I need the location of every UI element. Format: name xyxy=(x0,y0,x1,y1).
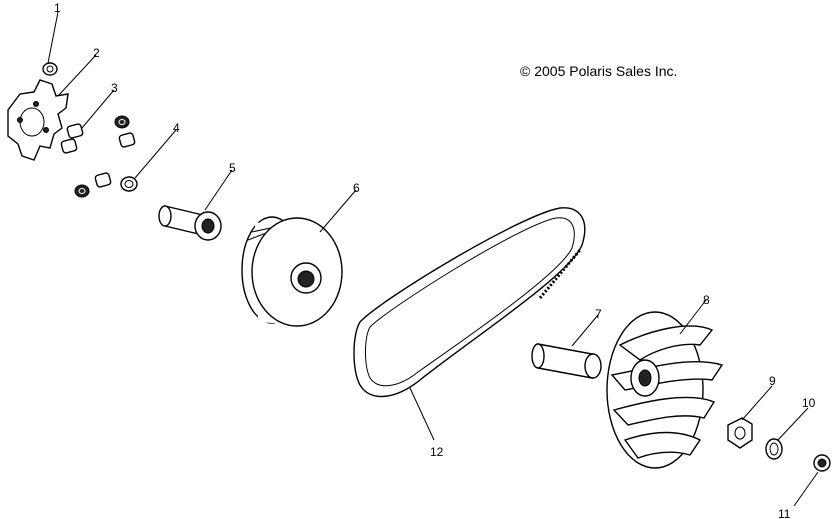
part-2-spider xyxy=(7,79,69,161)
leader-10 xyxy=(777,407,809,441)
leader-1 xyxy=(47,11,59,64)
leader-9 xyxy=(741,385,773,421)
callout-4: 4 xyxy=(173,121,180,135)
callout-10: 10 xyxy=(802,396,816,410)
part-6-sheave xyxy=(241,216,343,327)
leader-4 xyxy=(134,129,177,179)
callout-8: 8 xyxy=(703,293,710,307)
callout-2: 2 xyxy=(93,46,100,60)
leader-8 xyxy=(679,299,707,335)
leader-7 xyxy=(571,314,599,347)
leader-3 xyxy=(81,89,115,129)
part-4-o-ring xyxy=(120,176,138,192)
part-1-nut xyxy=(42,62,58,76)
part-7-spacer xyxy=(531,343,602,379)
part-3-rollers xyxy=(60,115,136,198)
part-8-fan-sheave xyxy=(606,311,724,469)
part-9-nut xyxy=(727,417,753,449)
callout-7: 7 xyxy=(595,307,602,321)
leader-5 xyxy=(204,169,233,211)
callout-5: 5 xyxy=(229,161,236,175)
callout-12: 12 xyxy=(430,445,444,459)
leader-11 xyxy=(793,471,819,507)
part-10-washer xyxy=(765,438,783,460)
part-12-belt xyxy=(353,207,586,398)
callout-3: 3 xyxy=(111,81,118,95)
leader-2 xyxy=(57,54,97,97)
part-5-bushing xyxy=(158,205,222,241)
leader-6 xyxy=(319,189,357,233)
copyright-notice: © 2005 Polaris Sales Inc. xyxy=(520,63,677,79)
leader-12 xyxy=(409,387,435,441)
callout-1: 1 xyxy=(54,1,61,15)
callout-9: 9 xyxy=(769,374,776,388)
callout-6: 6 xyxy=(353,181,360,195)
part-11-nut xyxy=(813,454,831,472)
callout-11: 11 xyxy=(778,507,791,519)
